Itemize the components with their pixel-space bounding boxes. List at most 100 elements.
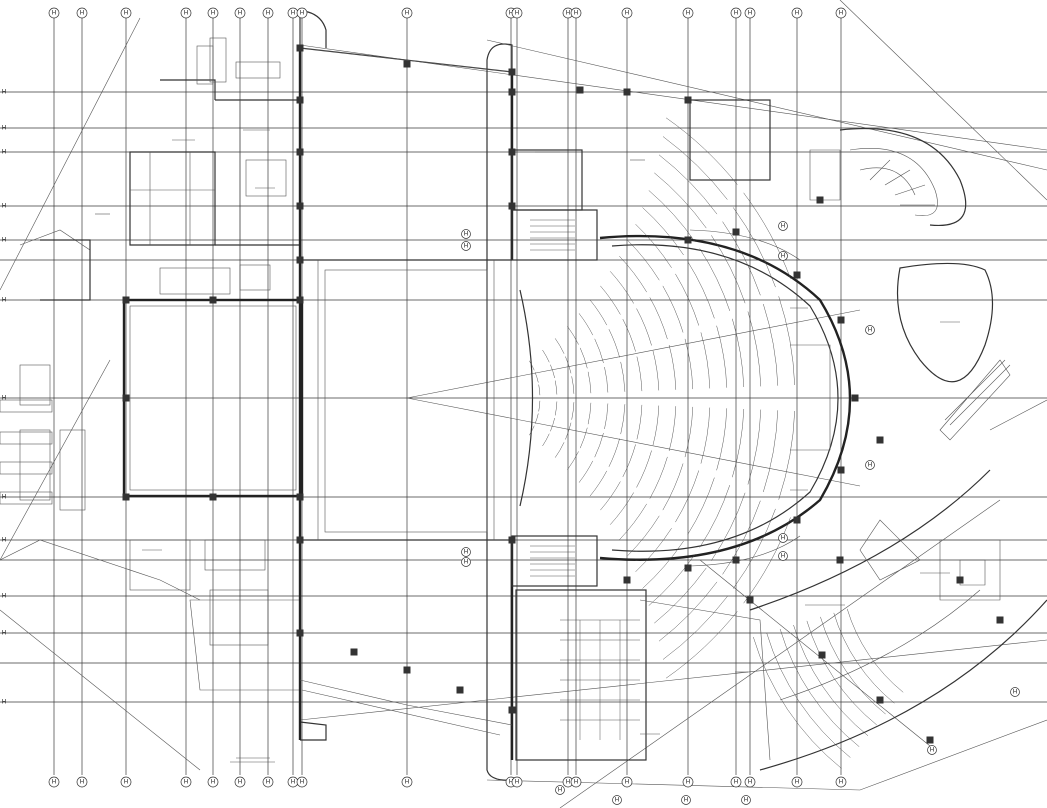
seat-row [662, 596, 728, 660]
grid-bubble-label: H [291, 10, 296, 17]
grid-bubble-label: H [124, 779, 129, 786]
grid-bubble [791, 7, 803, 19]
grid-bubble-label: H [686, 10, 691, 17]
seat-row [636, 450, 652, 488]
grid-bubble [730, 776, 742, 788]
seat-row [763, 410, 779, 493]
grid-bubble-label: H [868, 327, 873, 334]
seat-row [571, 376, 575, 394]
seat-row [648, 554, 696, 606]
left-support-wing [0, 37, 301, 691]
column [209, 493, 217, 501]
column [837, 316, 845, 324]
seat-row [778, 410, 795, 500]
grid-bubble [461, 557, 471, 567]
column [508, 88, 516, 96]
seat-row [538, 400, 541, 412]
grid-bubble [778, 251, 788, 261]
seat-row [619, 255, 647, 293]
column [122, 296, 130, 304]
grid-bubble-label: H [238, 10, 243, 17]
seat-row [687, 261, 715, 319]
grid-bubble-label: H [2, 297, 7, 304]
seat-row [716, 325, 728, 388]
grid-bubble-label: H [266, 779, 271, 786]
grid-bubble [681, 795, 691, 805]
grid-bubble-label: H [509, 779, 514, 786]
seat-row [675, 273, 700, 326]
seat-row [711, 235, 746, 304]
grid-bubble-label: H [781, 553, 786, 560]
seat-row [608, 329, 620, 358]
column [296, 296, 304, 304]
grid-bubble-label: H [464, 549, 469, 556]
stair-cores [511, 99, 771, 761]
seat-row [610, 492, 634, 525]
seat-row [700, 332, 711, 389]
seat-row [699, 485, 731, 548]
column [508, 68, 516, 76]
auditorium [519, 229, 852, 567]
grid-bubble [865, 460, 875, 470]
grid-bubble [234, 776, 246, 788]
grid-bubble [120, 776, 132, 788]
grid-bubble-label: H [300, 779, 305, 786]
seat-row [684, 338, 694, 390]
seat-row [610, 271, 634, 304]
column [122, 493, 130, 501]
seat-row [587, 402, 592, 425]
grid-bubble-label: H [2, 593, 7, 600]
grid-bubble-label: H [839, 10, 844, 17]
grid-bubble-label: H [734, 10, 739, 17]
column [456, 686, 464, 694]
grid-bubble [835, 776, 847, 788]
column [296, 44, 304, 52]
column [296, 148, 304, 156]
seat-row [662, 285, 684, 333]
structural-columns [122, 44, 1004, 744]
column [508, 536, 516, 544]
seat-row [594, 432, 604, 458]
grid-bubble [461, 547, 471, 557]
grid-bubble-label: H [80, 10, 85, 17]
seat-row [636, 356, 643, 392]
grid-bubble [401, 776, 413, 788]
seat-row [649, 456, 668, 499]
seat-row [743, 192, 791, 279]
seat-row [699, 248, 731, 311]
seat-row [555, 338, 565, 354]
column [684, 236, 692, 244]
grid-bubble [791, 776, 803, 788]
grid-bubble [296, 7, 308, 19]
seat-row [658, 154, 718, 215]
column [684, 564, 692, 572]
column [508, 706, 516, 714]
seat-row [529, 425, 535, 436]
grid-bubble [401, 7, 413, 19]
seat-row [642, 207, 684, 256]
grid-bubble-label: H [300, 10, 305, 17]
seat-row [534, 372, 539, 383]
grid-bubble-label: H [266, 10, 271, 17]
column [403, 666, 411, 674]
grid-bubble-label: H [625, 10, 630, 17]
grid-bubble-label: H [211, 10, 216, 17]
grid-bubble [621, 776, 633, 788]
seat-row [542, 349, 550, 363]
column [818, 651, 826, 659]
room-annotations [95, 129, 960, 763]
grid-bubble [778, 533, 788, 543]
grid-bubble-label: H [686, 779, 691, 786]
seat-row [529, 360, 535, 371]
seat-row [594, 338, 604, 364]
seat-row [732, 408, 745, 478]
seat-row [654, 172, 707, 229]
grid-bubble [76, 776, 88, 788]
grid-bubble-label: H [464, 243, 469, 250]
column [876, 436, 884, 444]
grid-bubble-label: H [615, 797, 620, 804]
seat-row [571, 402, 575, 420]
grid-bubble [682, 7, 694, 19]
seat-row [687, 477, 715, 535]
